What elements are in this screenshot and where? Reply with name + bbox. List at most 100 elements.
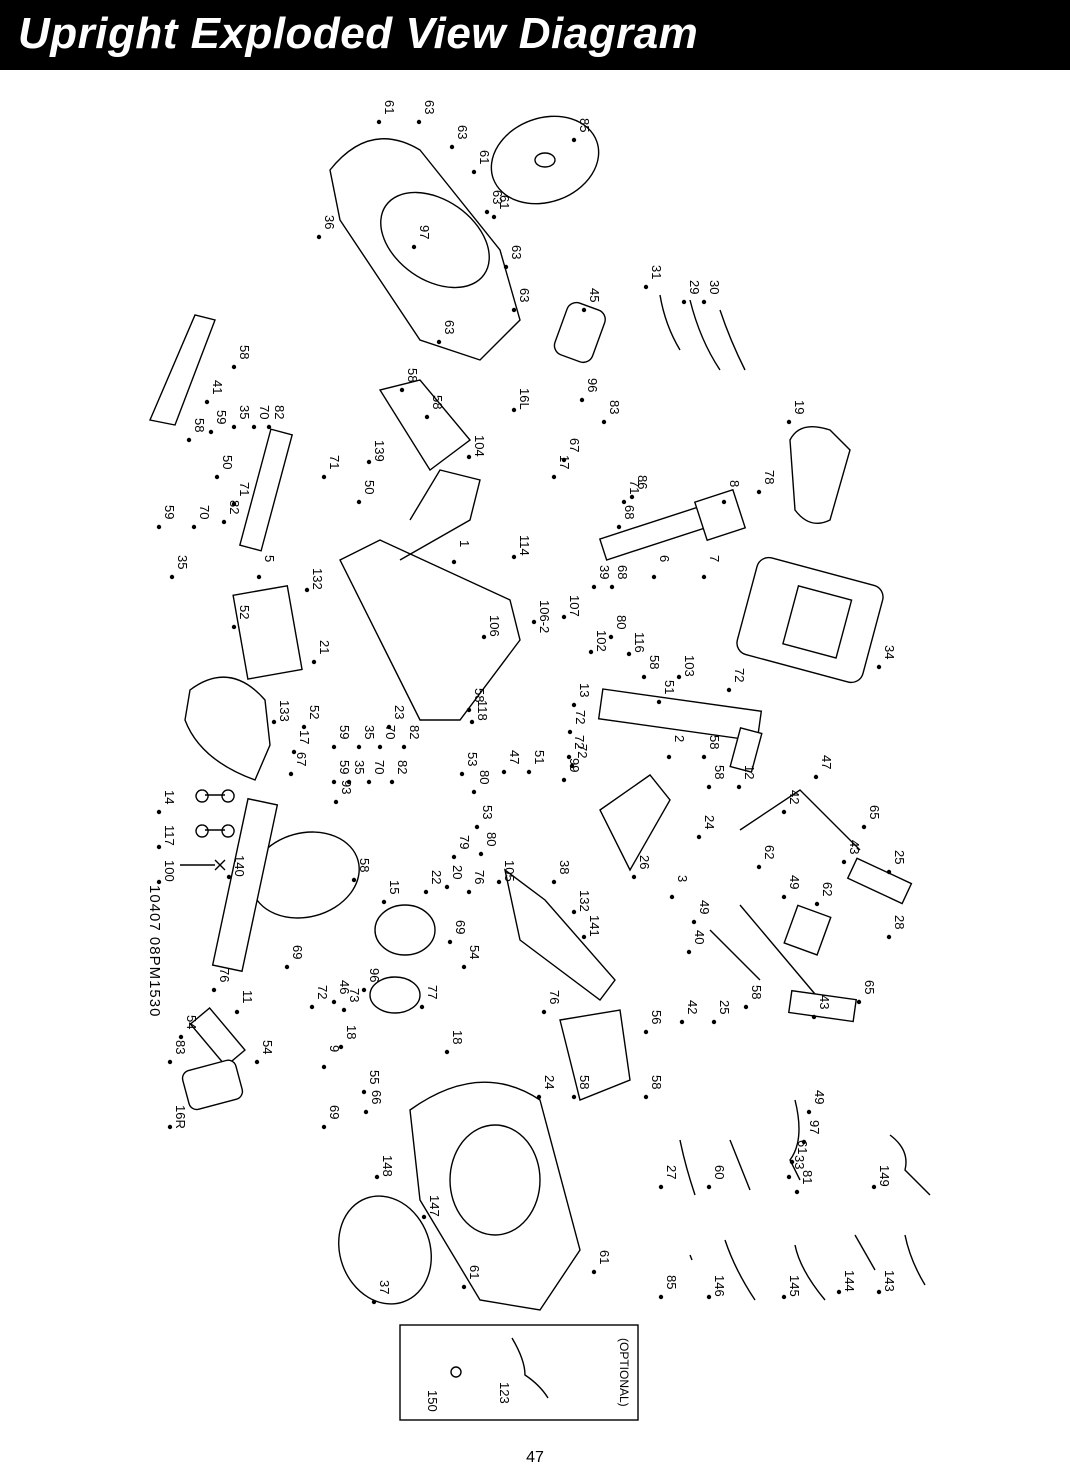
callout-58: 58 bbox=[405, 368, 420, 382]
callout-14: 14 bbox=[162, 790, 177, 804]
callout-61: 61 bbox=[477, 150, 492, 164]
callout-76: 76 bbox=[472, 870, 487, 884]
callout-80: 80 bbox=[477, 770, 492, 784]
callout-leader-dot bbox=[651, 574, 657, 580]
callout-leader-dot bbox=[794, 1189, 800, 1195]
callout-85: 85 bbox=[577, 118, 592, 132]
rear-stabilizer-2 bbox=[597, 688, 763, 742]
callout-leader-dot bbox=[234, 1009, 240, 1015]
lower-cover-40 bbox=[559, 1009, 631, 1101]
shroud-37-window bbox=[449, 1124, 541, 1236]
callout-leader-dot bbox=[756, 864, 762, 870]
callout-leader-dot bbox=[421, 1214, 427, 1220]
callout-31: 31 bbox=[649, 265, 664, 279]
callout-leader-dot bbox=[588, 649, 594, 655]
callout-leader-dot bbox=[856, 999, 862, 1005]
callout-35: 35 bbox=[175, 555, 190, 569]
callout-leader-dot bbox=[511, 554, 517, 560]
callout-30: 30 bbox=[707, 280, 722, 294]
callout-58: 58 bbox=[647, 655, 662, 669]
callout-leader-dot bbox=[641, 674, 647, 680]
callout-leader-dot bbox=[531, 619, 537, 625]
callout-leader-dot bbox=[226, 874, 232, 880]
callout-leader-dot bbox=[461, 1284, 467, 1290]
callout-69: 69 bbox=[453, 920, 468, 934]
callout-leader-dot bbox=[876, 1289, 882, 1295]
callout-leader-dot bbox=[478, 851, 484, 857]
callout-71: 71 bbox=[627, 480, 642, 494]
callout-58: 58 bbox=[357, 858, 372, 872]
callout-leader-dot bbox=[571, 909, 577, 915]
tool-93 bbox=[180, 859, 226, 871]
callout-leader-dot bbox=[416, 119, 422, 125]
cable-145 bbox=[724, 1239, 756, 1301]
callout-leader-dot bbox=[231, 624, 237, 630]
callout-59: 59 bbox=[337, 760, 352, 774]
callout-leader-dot bbox=[696, 834, 702, 840]
callout-leader-dot bbox=[356, 744, 362, 750]
callout-leader-dot bbox=[231, 424, 237, 430]
cable-142 bbox=[904, 1234, 926, 1286]
callout-56: 56 bbox=[649, 1010, 664, 1024]
callout-18: 18 bbox=[450, 1030, 465, 1044]
callout-leader-dot bbox=[781, 894, 787, 900]
callout-leader-dot bbox=[706, 1184, 712, 1190]
callout-leader-dot bbox=[566, 754, 572, 760]
cover-disc-85-top bbox=[490, 115, 600, 205]
callout-leader-dot bbox=[156, 524, 162, 530]
bracket-12 bbox=[729, 726, 763, 774]
callout-63: 63 bbox=[517, 288, 532, 302]
callout-leader-dot bbox=[567, 729, 573, 735]
callout-43: 43 bbox=[817, 995, 832, 1009]
callout-18: 18 bbox=[344, 1025, 359, 1039]
callout-86: 86 bbox=[635, 475, 650, 489]
callout-28: 28 bbox=[892, 915, 907, 929]
callout-72: 72 bbox=[315, 985, 330, 999]
callout-103: 103 bbox=[682, 655, 697, 677]
callout-leader-dot bbox=[706, 784, 712, 790]
callout-25: 25 bbox=[892, 850, 907, 864]
callout-leader-dot bbox=[786, 419, 792, 425]
callout-36: 36 bbox=[322, 215, 337, 229]
callout-leader-dot bbox=[876, 664, 882, 670]
callout-leader-dot bbox=[571, 702, 577, 708]
callout-leader-dot bbox=[551, 879, 557, 885]
callout-82: 82 bbox=[272, 405, 287, 419]
callout-66: 66 bbox=[369, 1090, 384, 1104]
callout-22: 22 bbox=[429, 870, 444, 884]
callout-leader-dot bbox=[331, 744, 337, 750]
callout-8: 8 bbox=[727, 480, 742, 487]
callout-13: 13 bbox=[577, 683, 592, 697]
callout-leader-dot bbox=[743, 1004, 749, 1010]
callout-leader-dot bbox=[156, 879, 162, 885]
callout-leader-dot bbox=[561, 777, 567, 783]
callout-leader-dot bbox=[466, 889, 472, 895]
tool-100 bbox=[195, 824, 235, 838]
callout-leader-dot bbox=[658, 1184, 664, 1190]
stem-132 bbox=[503, 868, 616, 1001]
callout-leader-dot bbox=[886, 869, 892, 875]
callout-97: 97 bbox=[417, 225, 432, 239]
callout-58: 58 bbox=[472, 688, 487, 702]
callout-58: 58 bbox=[237, 345, 252, 359]
callout-23: 23 bbox=[392, 705, 407, 719]
callout-leader-dot bbox=[561, 457, 567, 463]
callout-leader-dot bbox=[631, 874, 637, 880]
crank-20 bbox=[374, 904, 436, 956]
callout-5: 5 bbox=[262, 555, 277, 562]
callout-leader-dot bbox=[861, 824, 867, 830]
callout-leader-dot bbox=[389, 779, 395, 785]
cover-disc-85-bottom bbox=[338, 1195, 432, 1305]
callout-96: 96 bbox=[367, 968, 382, 982]
callout-leader-dot bbox=[691, 919, 697, 925]
callout-leader-dot bbox=[331, 779, 337, 785]
callout-49: 49 bbox=[697, 900, 712, 914]
callout-leader-dot bbox=[706, 1294, 712, 1300]
pedal-46 bbox=[181, 1059, 244, 1111]
callout-leader-dot bbox=[356, 499, 362, 505]
callout-70: 70 bbox=[197, 505, 212, 519]
callout-leader-dot bbox=[436, 339, 442, 345]
callout-96: 96 bbox=[585, 378, 600, 392]
callout-15: 15 bbox=[387, 880, 402, 894]
callout-leader-dot bbox=[841, 859, 847, 865]
